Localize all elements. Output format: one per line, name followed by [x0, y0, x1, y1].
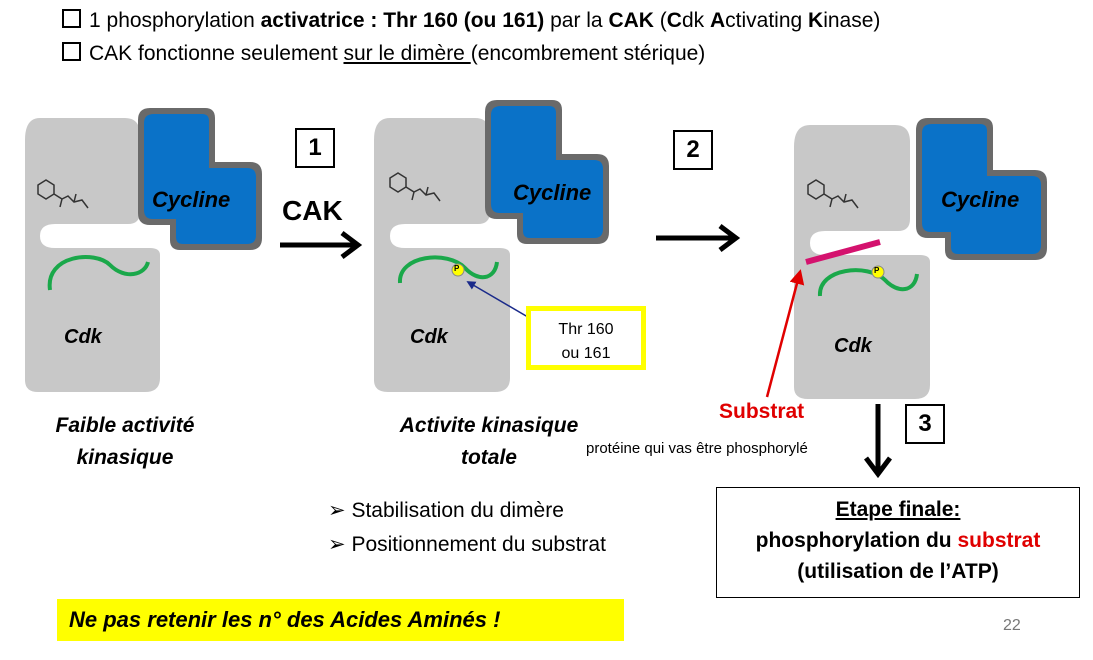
- arrowhead-step-1: [340, 231, 363, 259]
- thr-residue-box: Thr 160 ou 161: [526, 306, 646, 370]
- warning-banner: Ne pas retenir les n° des Acides Aminés …: [57, 599, 624, 641]
- atp-molecule-icon-3: [807, 179, 859, 209]
- phosphate-icon-2: [451, 263, 465, 277]
- chevron-icon: ➢: [328, 533, 352, 556]
- atp-molecule-icon-2: [389, 172, 441, 202]
- green-strand-3: [817, 268, 919, 297]
- arrowhead-step-3: [864, 456, 892, 479]
- cdk-shape-3: [794, 125, 930, 399]
- cycline-label-2: Cycline: [513, 180, 592, 205]
- arrowhead-step-2: [718, 224, 741, 252]
- cycline-shape-2: [485, 100, 609, 244]
- cycline-shape-1: [138, 108, 262, 250]
- checkbox-icon: [62, 9, 81, 28]
- thr-line-1: Thr 160: [558, 321, 614, 338]
- step-3-box: 3: [905, 404, 945, 444]
- cdk-label-1: Cdk: [64, 326, 102, 348]
- substrat-note: protéine qui vas être phosphorylé: [586, 440, 808, 457]
- thr-pointer-arrow: [466, 281, 534, 321]
- phospho-mark-3: P: [874, 266, 880, 275]
- caption-left-line-2: kinasique: [76, 446, 174, 469]
- cycline-label-1: Cycline: [152, 187, 231, 212]
- step-1-box: 1: [295, 128, 335, 168]
- chevron-item-1: ➢ Stabilisation du dimère: [328, 498, 564, 523]
- checkbox-icon: [62, 42, 81, 61]
- substrat-label: Substrat: [719, 400, 805, 423]
- chevron-item-2: ➢ Positionnement du substrat: [328, 532, 606, 557]
- chevron-item-1-text: Stabilisation du dimère: [351, 499, 564, 522]
- phospho-mark-2: P: [454, 264, 460, 273]
- caption-mid-line-2: totale: [460, 446, 517, 469]
- step-2-box: 2: [673, 130, 713, 170]
- cdk-label-3: Cdk: [834, 335, 872, 357]
- caption-left: Faible activité kinasique: [30, 410, 220, 474]
- cycline-label-3: Cycline: [941, 187, 1020, 212]
- phosphate-icon-3: [871, 265, 885, 279]
- final-line-2: phosphorylation du substrat: [755, 529, 1041, 552]
- atp-molecule-icon-1: [37, 179, 89, 209]
- cycline-shape-3: [916, 118, 1047, 260]
- final-step-box: Etape finale: phosphorylation du substra…: [716, 487, 1080, 598]
- cdk-label-2: Cdk: [410, 326, 448, 348]
- final-title: Etape finale:: [835, 498, 961, 521]
- chevron-item-2-text: Positionnement du substrat: [351, 533, 606, 556]
- substrat-pointer-arrow: [765, 269, 805, 398]
- thr-line-2: ou 161: [561, 345, 611, 362]
- bullet-line-1: 1 phosphorylation activatrice : Thr 160 …: [62, 8, 880, 34]
- substrat-strand: [805, 239, 881, 265]
- caption-mid-line-1: Activite kinasique: [399, 414, 579, 437]
- final-line-3: (utilisation de l’ATP): [797, 560, 999, 583]
- chevron-icon: ➢: [328, 499, 352, 522]
- caption-mid: Activite kinasique totale: [378, 410, 600, 474]
- page-number: 22: [1003, 617, 1021, 634]
- caption-left-line-1: Faible activité: [55, 414, 195, 437]
- cak-label: CAK: [282, 195, 343, 226]
- green-strand-1: [47, 255, 150, 291]
- cdk-shape-2: [374, 118, 510, 392]
- cdk-shape-1: [25, 118, 160, 392]
- bullet-line-2: CAK fonctionne seulement sur le dimère (…: [62, 41, 705, 67]
